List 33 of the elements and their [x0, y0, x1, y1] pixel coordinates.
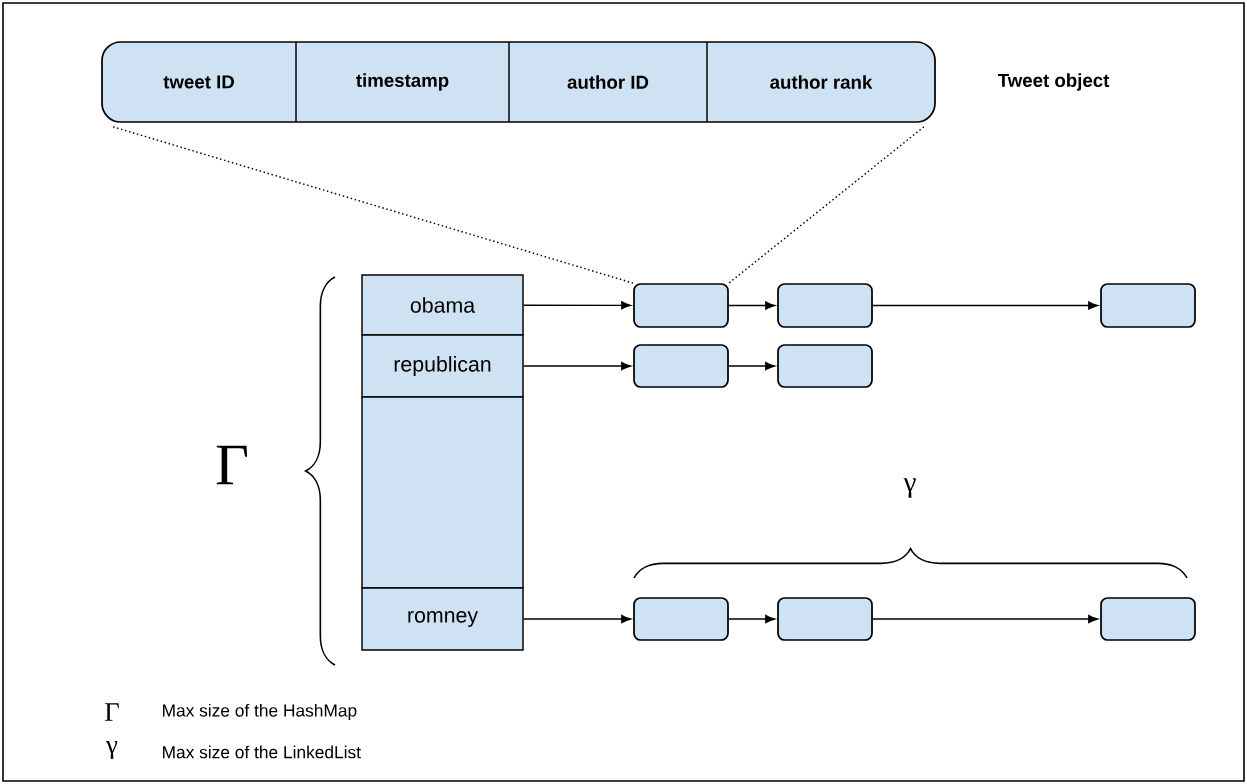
legend-text: Max size of the LinkedList — [163, 745, 361, 759]
field-cell: timestamp — [356, 73, 449, 91]
hashmap-cell: obama — [361, 274, 524, 336]
list-node-box — [1100, 283, 1196, 328]
zoom-line — [112, 126, 634, 284]
arrow — [872, 614, 1098, 624]
list-node-box — [633, 344, 729, 388]
list-node-box — [777, 597, 873, 641]
arrow — [728, 614, 775, 624]
arrow — [728, 301, 775, 310]
symbol: Γ — [216, 445, 248, 485]
record-box — [101, 41, 936, 123]
field-cell: tweet ID — [163, 75, 234, 89]
list-node-box — [777, 283, 873, 328]
field-cell: author rank — [770, 75, 873, 89]
list-node-box — [633, 283, 729, 328]
list-node-box — [1100, 597, 1196, 641]
zoom-line — [728, 126, 925, 284]
symbol: γ — [903, 478, 916, 498]
legend-text: Max size of the HashMap — [163, 703, 357, 721]
list-node-box — [777, 344, 873, 388]
symbol: Γ — [105, 703, 119, 721]
arrow — [728, 361, 775, 371]
hashmap-cell: romney — [361, 587, 524, 651]
list-node-box — [633, 597, 729, 641]
hashmap-cell: republican — [361, 334, 524, 398]
node-label: Tweet object — [997, 73, 1110, 91]
symbol: γ — [106, 741, 118, 759]
arrow — [872, 301, 1098, 310]
arrow — [523, 301, 631, 310]
arrow — [523, 614, 631, 624]
arrow — [523, 361, 631, 371]
field-cell: author ID — [567, 75, 649, 89]
